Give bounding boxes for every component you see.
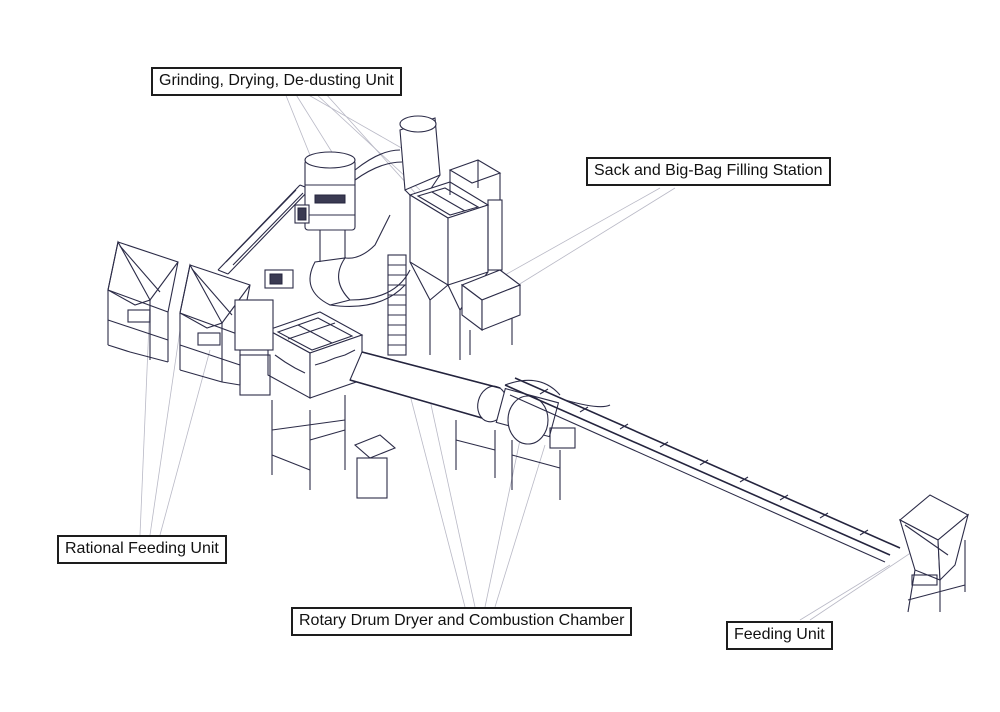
label-grinding-unit: Grinding, Drying, De-dusting Unit bbox=[151, 67, 402, 96]
filter-house bbox=[408, 159, 522, 360]
label-sack-filling-station: Sack and Big-Bag Filling Station bbox=[586, 157, 831, 186]
inclined-conveyor bbox=[504, 377, 901, 563]
rational-feeding-hoppers bbox=[107, 240, 251, 386]
rotary-drum bbox=[349, 351, 576, 500]
label-rotary-drum-dryer: Rotary Drum Dryer and Combustion Chamber bbox=[291, 607, 633, 636]
dryer-feed-building bbox=[234, 299, 397, 499]
grinding-unit bbox=[264, 115, 441, 307]
label-feeding-unit: Feeding Unit bbox=[726, 621, 833, 650]
walkway bbox=[217, 184, 311, 275]
feeding-unit-hopper bbox=[899, 494, 969, 613]
label-rational-feeding-unit: Rational Feeding Unit bbox=[57, 535, 227, 564]
elevator-ladder bbox=[387, 254, 407, 356]
